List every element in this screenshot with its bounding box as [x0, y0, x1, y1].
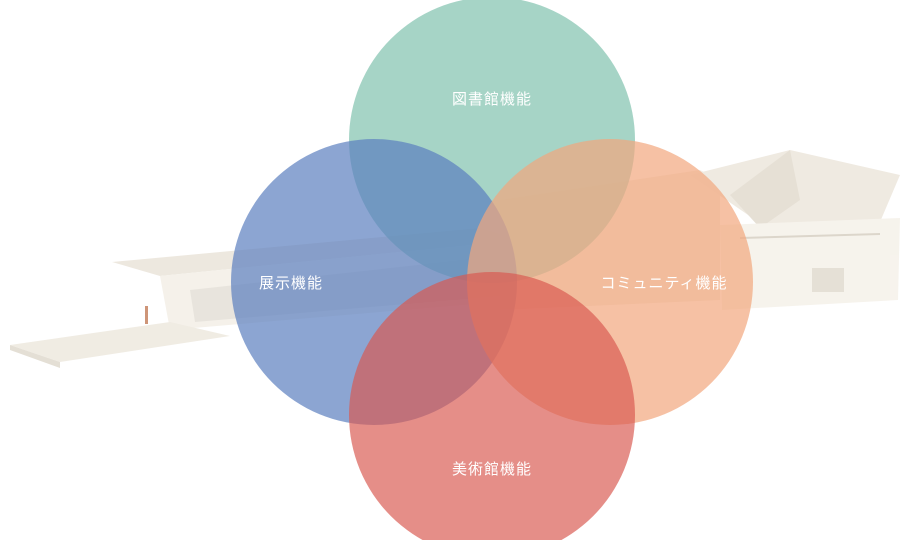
left-terrace-edge — [10, 345, 60, 368]
left-terrace — [10, 322, 230, 362]
human-figure — [145, 306, 148, 324]
label-museum: 美術館機能 — [452, 460, 532, 478]
venn-circles — [231, 0, 753, 540]
right-gable-shade — [730, 150, 800, 228]
label-library: 図書館機能 — [452, 90, 532, 108]
circle-museum — [349, 272, 635, 540]
label-exhibition: 展示機能 — [259, 274, 323, 292]
right-balcony-rail — [739, 233, 881, 239]
right-block — [720, 218, 900, 310]
label-community: コミュニティ機能 — [600, 274, 727, 292]
right-window — [812, 268, 844, 292]
